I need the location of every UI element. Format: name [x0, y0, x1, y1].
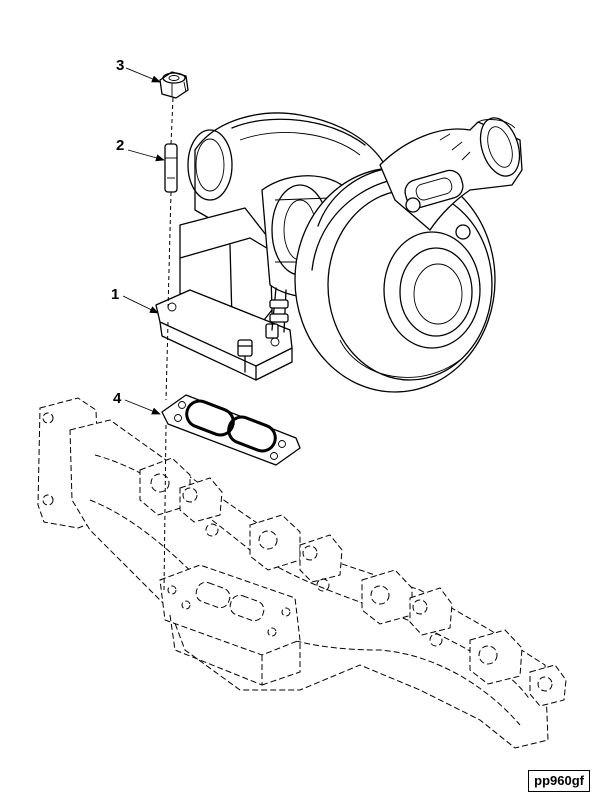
- turbocharger: [155, 112, 523, 393]
- callout-2: 2: [116, 137, 165, 162]
- assembly-center-line: [163, 97, 174, 591]
- callout-2-label: 2: [116, 137, 124, 154]
- callout-3-label: 3: [116, 57, 124, 74]
- callout-1: 1: [111, 286, 159, 314]
- callout-3: 3: [116, 57, 161, 83]
- callout-1-label: 1: [111, 286, 119, 303]
- gasket: [161, 394, 301, 466]
- callout-4-label: 4: [113, 390, 122, 407]
- reference-code-label: pp960gf: [528, 770, 590, 792]
- stud: [164, 143, 178, 193]
- callout-4: 4: [113, 390, 161, 415]
- nut: [159, 71, 189, 99]
- exhaust-manifold: [37, 397, 567, 749]
